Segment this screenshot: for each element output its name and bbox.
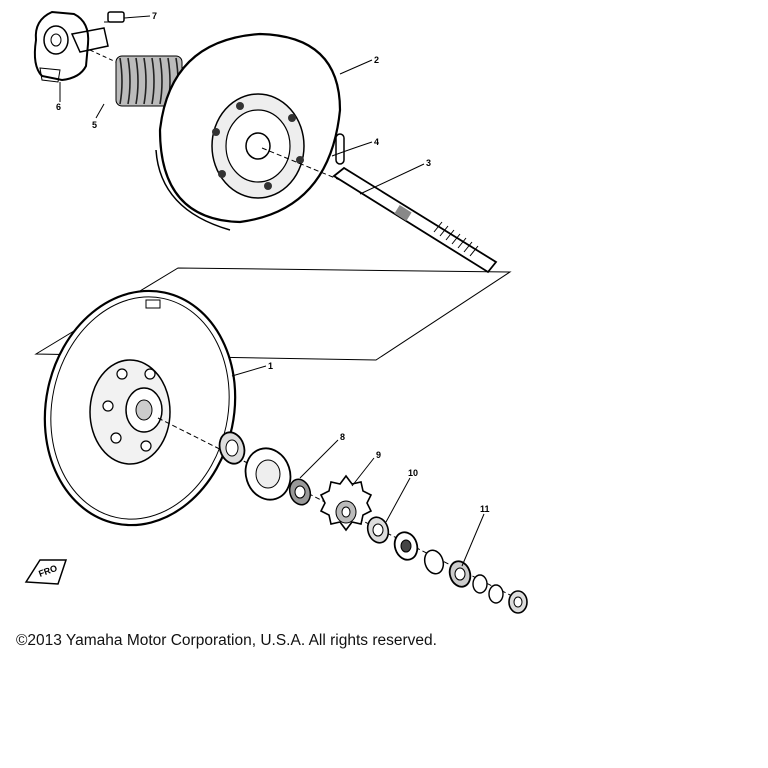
exploded-parts-diagram: FRO 1 2 3 4 5 6 7 8 9 10 11 xyxy=(24,10,528,614)
callout-4: 4 xyxy=(374,137,379,147)
bearing-washer-stack xyxy=(218,431,312,506)
part-6-cam-housing xyxy=(33,10,109,83)
part-5-spring xyxy=(89,49,183,107)
callout-7: 7 xyxy=(152,11,157,21)
callout-9: 9 xyxy=(376,450,381,460)
callout-leaders xyxy=(59,15,485,567)
copyright-notice: ©2013 Yamaha Motor Corporation, U.S.A. A… xyxy=(16,632,437,649)
callout-11: 11 xyxy=(480,504,490,514)
part-4-pin xyxy=(335,133,345,165)
callout-8: 8 xyxy=(340,432,345,442)
callout-3: 3 xyxy=(426,158,431,168)
callout-10: 10 xyxy=(408,468,418,478)
callout-2: 2 xyxy=(374,55,379,65)
front-direction-mark: FRO xyxy=(24,559,68,585)
part-7-bolt xyxy=(104,11,125,23)
callout-6: 6 xyxy=(56,102,61,112)
callout-5: 5 xyxy=(92,120,97,130)
callout-1: 1 xyxy=(268,361,273,371)
part-9-sprocket xyxy=(319,474,373,532)
part-3-shaft xyxy=(261,147,498,274)
part-2-primary-sheave xyxy=(155,32,342,231)
part-11-washer-set xyxy=(423,549,528,614)
part-1-secondary-sheave xyxy=(43,289,237,527)
part-10-bearing xyxy=(366,516,419,561)
